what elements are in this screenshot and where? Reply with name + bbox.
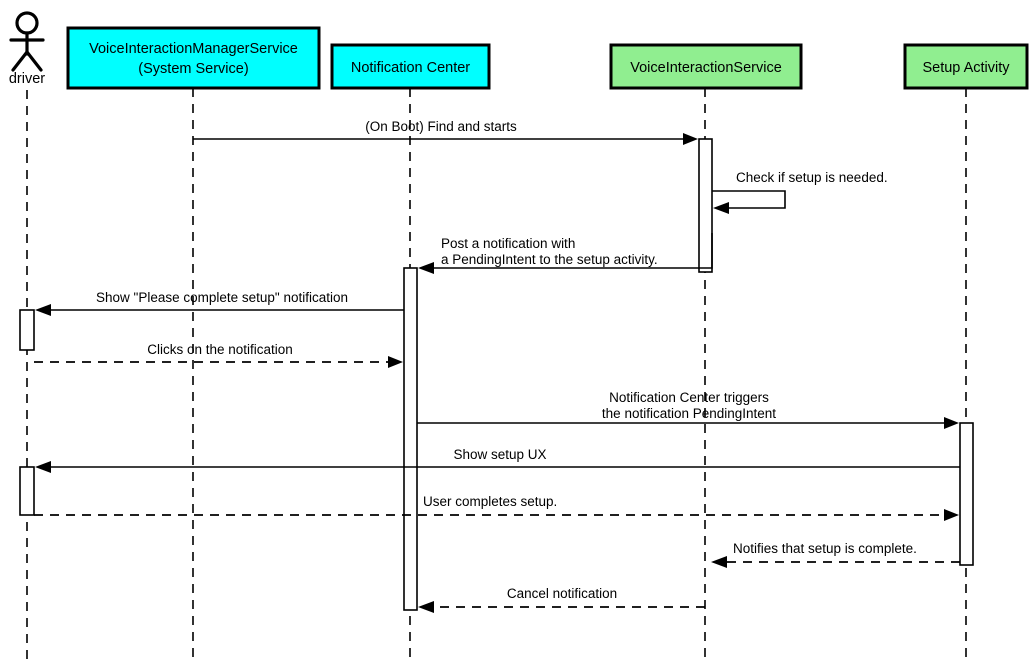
message-label-show-setup-ux: Show setup UX — [453, 447, 546, 462]
message-label-post-a-notification-line2: a PendingIntent to the setup activity. — [441, 252, 658, 267]
message-arrowhead-right — [944, 417, 959, 429]
message-label-notification-center-triggers-line2: the notification PendingIntent — [602, 406, 776, 421]
participant-box-vims[interactable]: VoiceInteractionManagerService (System S… — [66, 26, 321, 90]
message-on-boot-find-and-starts[interactable]: (On Boot) Find and starts — [193, 119, 698, 145]
activation-bar-driver-2 — [19, 466, 35, 516]
message-arrowhead-left — [35, 304, 51, 316]
message-label-clicks-on-the-notification: Clicks on the notification — [147, 342, 293, 357]
activation-bar-voice-interaction-service-1 — [698, 138, 713, 273]
message-arrowhead-right — [683, 133, 698, 145]
message-arrowhead-left — [713, 202, 729, 214]
actor-driver[interactable]: driver — [9, 11, 45, 87]
message-user-completes-setup[interactable]: User completes setup. — [34, 494, 959, 521]
activation-bar-notification-center-1 — [403, 267, 418, 611]
activations-layer — [19, 138, 974, 611]
message-label-notifies-that-setup-is-complete: Notifies that setup is complete. — [733, 541, 917, 556]
message-clicks-on-the-notification[interactable]: Clicks on the notification — [34, 342, 403, 368]
message-show-please-complete-setup-notification[interactable]: Show "Please complete setup" notificatio… — [35, 290, 404, 316]
participant-rect-notification-center — [330, 43, 491, 90]
participant-label-notification-center: Notification Center — [351, 60, 470, 76]
message-line — [430, 233, 713, 269]
participant-box-notification-center[interactable]: Notification Center — [330, 43, 491, 90]
message-arrowhead-left — [418, 262, 434, 274]
participant-label-setup-activity: Setup Activity — [922, 60, 1010, 76]
message-show-setup-ux[interactable]: Show setup UX — [35, 447, 960, 473]
message-label-cancel-notification: Cancel notification — [507, 586, 617, 601]
message-arrowhead-right — [388, 356, 403, 368]
message-label-notification-center-triggers-line1: Notification Center triggers — [609, 390, 769, 405]
message-label-user-completes-setup: User completes setup. — [423, 494, 557, 509]
message-check-if-setup-is-needed[interactable]: Check if setup is needed. — [712, 170, 888, 214]
message-label-show-please-complete-setup-notification: Show "Please complete setup" notificatio… — [96, 290, 348, 305]
message-label-check-if-setup-is-needed: Check if setup is needed. — [736, 170, 888, 185]
participant-label-vims-line2: (System Service) — [138, 61, 248, 77]
message-self-loop-path — [712, 190, 786, 209]
message-arrowhead-left — [711, 556, 727, 568]
activation-bar-driver-1 — [19, 309, 35, 351]
participant-rect-vims — [66, 26, 321, 90]
participant-rect-setup-activity — [903, 43, 1029, 90]
participant-label-vims-line1: VoiceInteractionManagerService — [89, 41, 298, 57]
actor-leg-right-icon — [25, 50, 43, 72]
message-notifies-that-setup-is-complete[interactable]: Notifies that setup is complete. — [711, 541, 960, 568]
message-cancel-notification[interactable]: Cancel notification — [418, 586, 705, 613]
participant-label-voice-interaction-service: VoiceInteractionService — [630, 60, 782, 76]
activation-bar-setup-activity-1 — [959, 422, 974, 566]
participant-box-voice-interaction-service[interactable]: VoiceInteractionService — [609, 43, 803, 90]
actor-head-icon — [15, 11, 39, 35]
participant-box-setup-activity[interactable]: Setup Activity — [903, 43, 1029, 90]
participant-rect-voice-interaction-service — [609, 43, 803, 90]
actor-label-driver: driver — [9, 71, 45, 87]
message-label-on-boot-find-and-starts: (On Boot) Find and starts — [365, 119, 517, 134]
message-arrowhead-left — [35, 461, 51, 473]
message-notification-center-triggers-pendingintent[interactable]: Notification Center triggers the notific… — [417, 390, 959, 429]
actor-leg-left-icon — [11, 50, 29, 72]
message-label-post-a-notification-line1: Post a notification with — [441, 236, 575, 251]
message-arrowhead-right — [944, 509, 959, 521]
message-arrowhead-left — [418, 601, 434, 613]
message-post-a-notification[interactable]: Post a notification with a PendingIntent… — [418, 233, 713, 274]
